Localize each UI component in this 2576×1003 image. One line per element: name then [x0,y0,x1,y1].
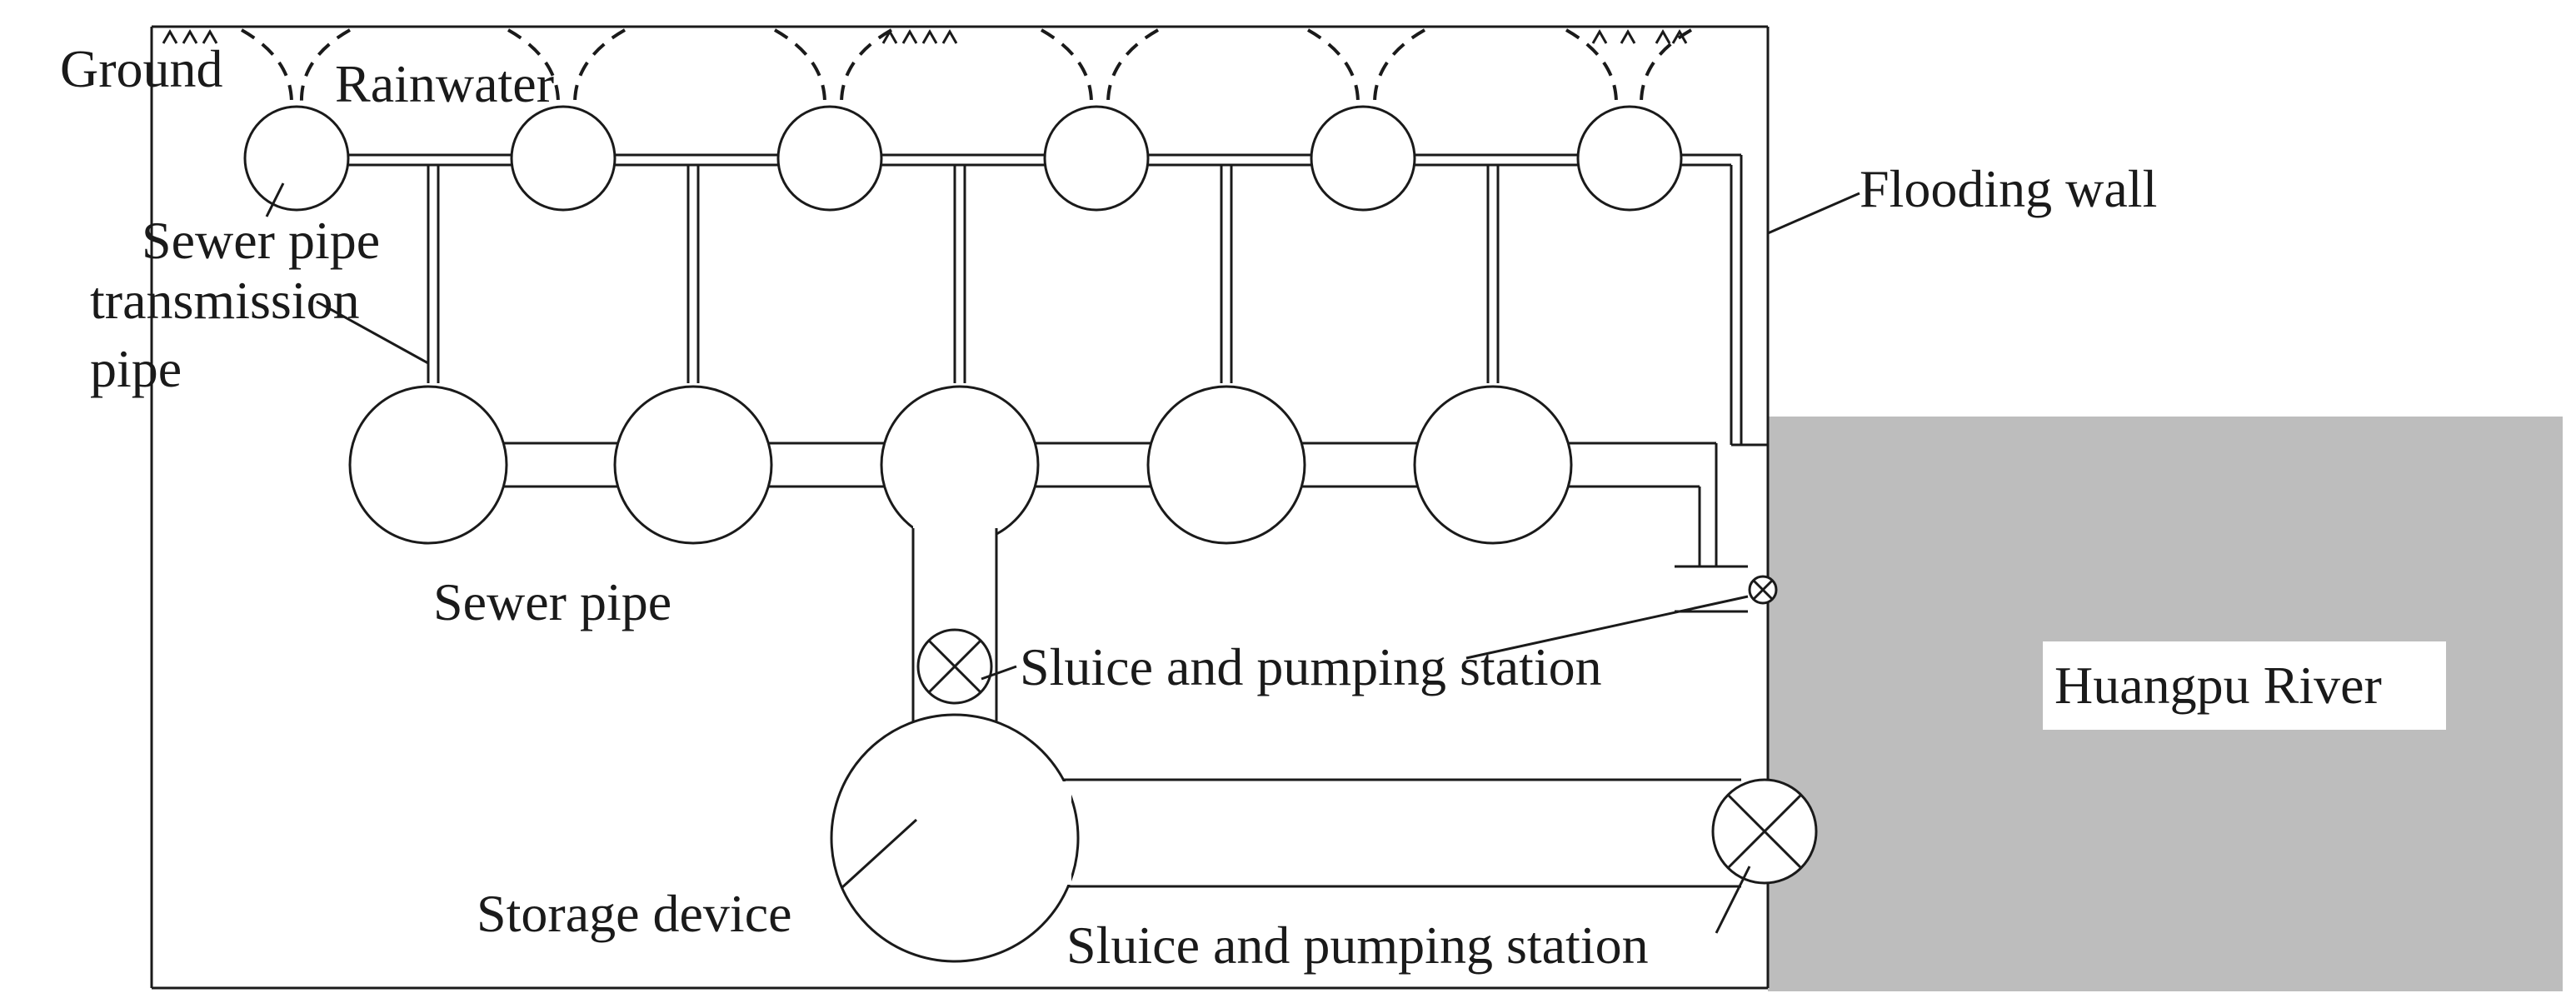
sluice-symbol-large [1711,778,1818,885]
lower-manholes [348,385,1573,545]
grass-marks [162,28,1688,44]
leader-lines [265,182,1860,934]
discharge-channel [1000,778,1741,888]
sewer-pipe-top-label: Sewer pipe [142,211,380,270]
transmission-label-2: pipe [90,339,182,398]
river-label-bg [2043,641,2446,730]
ground-label: Ground [60,39,223,98]
rainwater-label: Rainwater [335,54,554,113]
rainwater-flows [241,28,1692,104]
storage-device-tank [830,713,1080,963]
transmission-label-1: transmission [90,271,360,330]
storage-device-label: Storage device [477,884,792,943]
flooding-wall-label: Flooding wall [1860,159,2157,218]
sluice-symbol-small [1748,575,1778,605]
river-label: Huangpu River [2054,656,2382,715]
inlet-manholes [243,105,1683,212]
sluice-pumping-label-2: Sluice and pumping station [1066,916,1649,975]
sluice-pumping-label-1: Sluice and pumping station [1020,637,1602,696]
sewer-pipe-mid-label: Sewer pipe [433,572,671,631]
transmission-pipes [427,165,1500,383]
sluice-symbol-mid [916,628,993,705]
